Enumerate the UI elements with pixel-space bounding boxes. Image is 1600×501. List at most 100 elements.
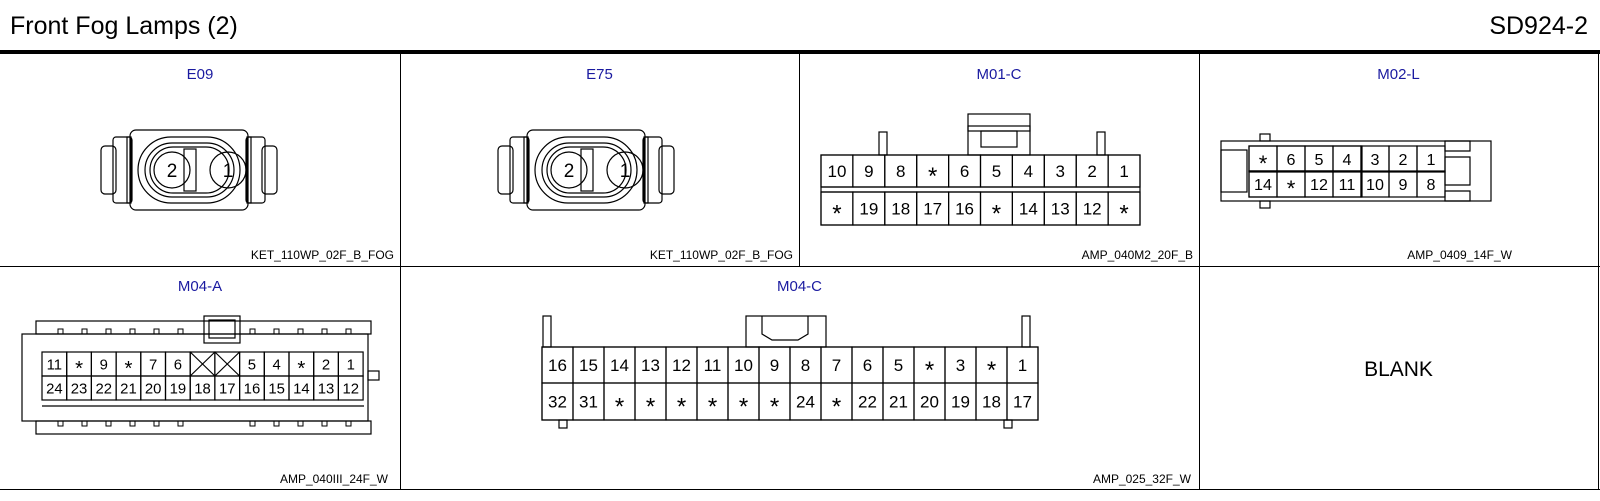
pin-label: 7 [149, 357, 157, 373]
pin-label: * [124, 358, 132, 380]
pin-label: 13 [641, 356, 660, 375]
pin-label: * [987, 357, 996, 384]
pin-label: 19 [951, 393, 970, 412]
pin-label: 9 [864, 162, 873, 181]
pin-label: 18 [194, 381, 211, 397]
pin-label: 9 [100, 357, 108, 373]
latch-tick [153, 420, 160, 427]
connector-id: M02-L [1377, 66, 1420, 83]
pin-label: 23 [71, 381, 88, 397]
latch-tick [129, 328, 136, 335]
pin-label: 17 [219, 381, 236, 397]
pin-label: 1 [1119, 162, 1128, 181]
connector-grid: E09 2 1 KET_110WP_02F_B_FOG E75 [0, 54, 1600, 490]
pin-label: 17 [1013, 393, 1032, 412]
connector-type: AMP_040III_24F_W [279, 472, 388, 486]
latch-tick [81, 328, 88, 335]
connector-e09-drawing: 2 1 [100, 129, 278, 211]
pin-label: 12 [1083, 200, 1102, 219]
pin-label: * [615, 394, 624, 421]
pin-label: 1 [1018, 356, 1027, 375]
connector-type: AMP_025_32F_W [1092, 472, 1191, 486]
connector-id: M01-C [976, 66, 1022, 83]
pin-label: 6 [863, 356, 872, 375]
pin-label: 12 [342, 381, 359, 397]
latch-tick [57, 420, 64, 427]
blank-cell: BLANK [1199, 266, 1598, 490]
pin-label: 18 [982, 393, 1001, 412]
pin-label: 11 [1339, 176, 1356, 194]
pin-label: 6 [174, 357, 182, 373]
pin-label: 1 [1427, 151, 1436, 169]
pin-label: * [1259, 151, 1268, 176]
diagram-code: SD924-2 [1489, 12, 1588, 40]
latch-tick [177, 420, 184, 427]
pin-label: * [832, 394, 841, 421]
pin-label: 14 [1019, 200, 1038, 219]
pin-label: 19 [859, 200, 878, 219]
pin-label: 14 [610, 356, 629, 375]
pin-label: 9 [1399, 176, 1408, 194]
pin-circle [153, 151, 191, 189]
pin-label: * [708, 394, 717, 421]
pin-label: 1 [620, 161, 631, 182]
latch-tick [153, 328, 160, 335]
latch-tick [297, 328, 304, 335]
connector-id: M04-A [177, 278, 223, 295]
latch-tick [321, 328, 328, 335]
pin-label: 4 [273, 357, 281, 373]
pin-label: 1 [223, 161, 234, 182]
pin-label: 5 [248, 357, 256, 373]
latch-tick [273, 420, 280, 427]
latch-tick [249, 420, 256, 427]
pin-cell [1107, 191, 1141, 226]
pin-label: 11 [704, 356, 722, 375]
connector-id: E09 [186, 66, 214, 83]
pin-label: 3 [1056, 162, 1065, 181]
pin-label: 6 [960, 162, 969, 181]
pin-label: 5 [1315, 151, 1324, 169]
latch-tick [81, 420, 88, 427]
pin-label: 4 [1024, 162, 1033, 181]
latch-tick [345, 328, 352, 335]
latch-tick [297, 420, 304, 427]
connector-type: AMP_0409_14F_W [1407, 248, 1512, 262]
pin-label: 8 [1427, 176, 1436, 194]
pin-label: 31 [579, 393, 598, 412]
pin-circle [209, 151, 247, 189]
pin-label: * [770, 394, 779, 421]
pin-label: 2 [1399, 151, 1408, 169]
pin-cell [1006, 382, 1039, 421]
page-title: Front Fog Lamps (2) [10, 12, 238, 40]
pin-label: * [646, 394, 655, 421]
pin-label: 12 [1310, 176, 1328, 194]
pin-label: * [1119, 201, 1128, 228]
pin-label: * [832, 201, 841, 228]
pin-label: * [1287, 176, 1296, 201]
pin-cell [1416, 170, 1446, 198]
pin-label: 16 [548, 356, 567, 375]
pin-label: 24 [46, 381, 63, 397]
latch-tick [129, 420, 136, 427]
pin-label: 14 [293, 381, 310, 397]
connector-e09: E09 2 1 KET_110WP_02F_B_FOG [0, 54, 400, 266]
latch-tick [273, 328, 280, 335]
pin-label: 5 [894, 356, 903, 375]
connector-e75: E75 2 1 KET_110WP_02F_B_FOG [400, 54, 799, 266]
pin-label: 10 [734, 356, 753, 375]
pin-label: 4 [1343, 151, 1352, 169]
pin-label: 3 [1371, 151, 1380, 169]
pin-label: * [928, 163, 937, 190]
pin-label: * [677, 394, 686, 421]
pin-blocked [214, 351, 241, 377]
latch-tick [105, 328, 112, 335]
connector-type: AMP_040M2_20F_B [1081, 248, 1193, 262]
pin-label: 14 [1254, 176, 1272, 194]
pin-label: 11 [47, 357, 62, 373]
